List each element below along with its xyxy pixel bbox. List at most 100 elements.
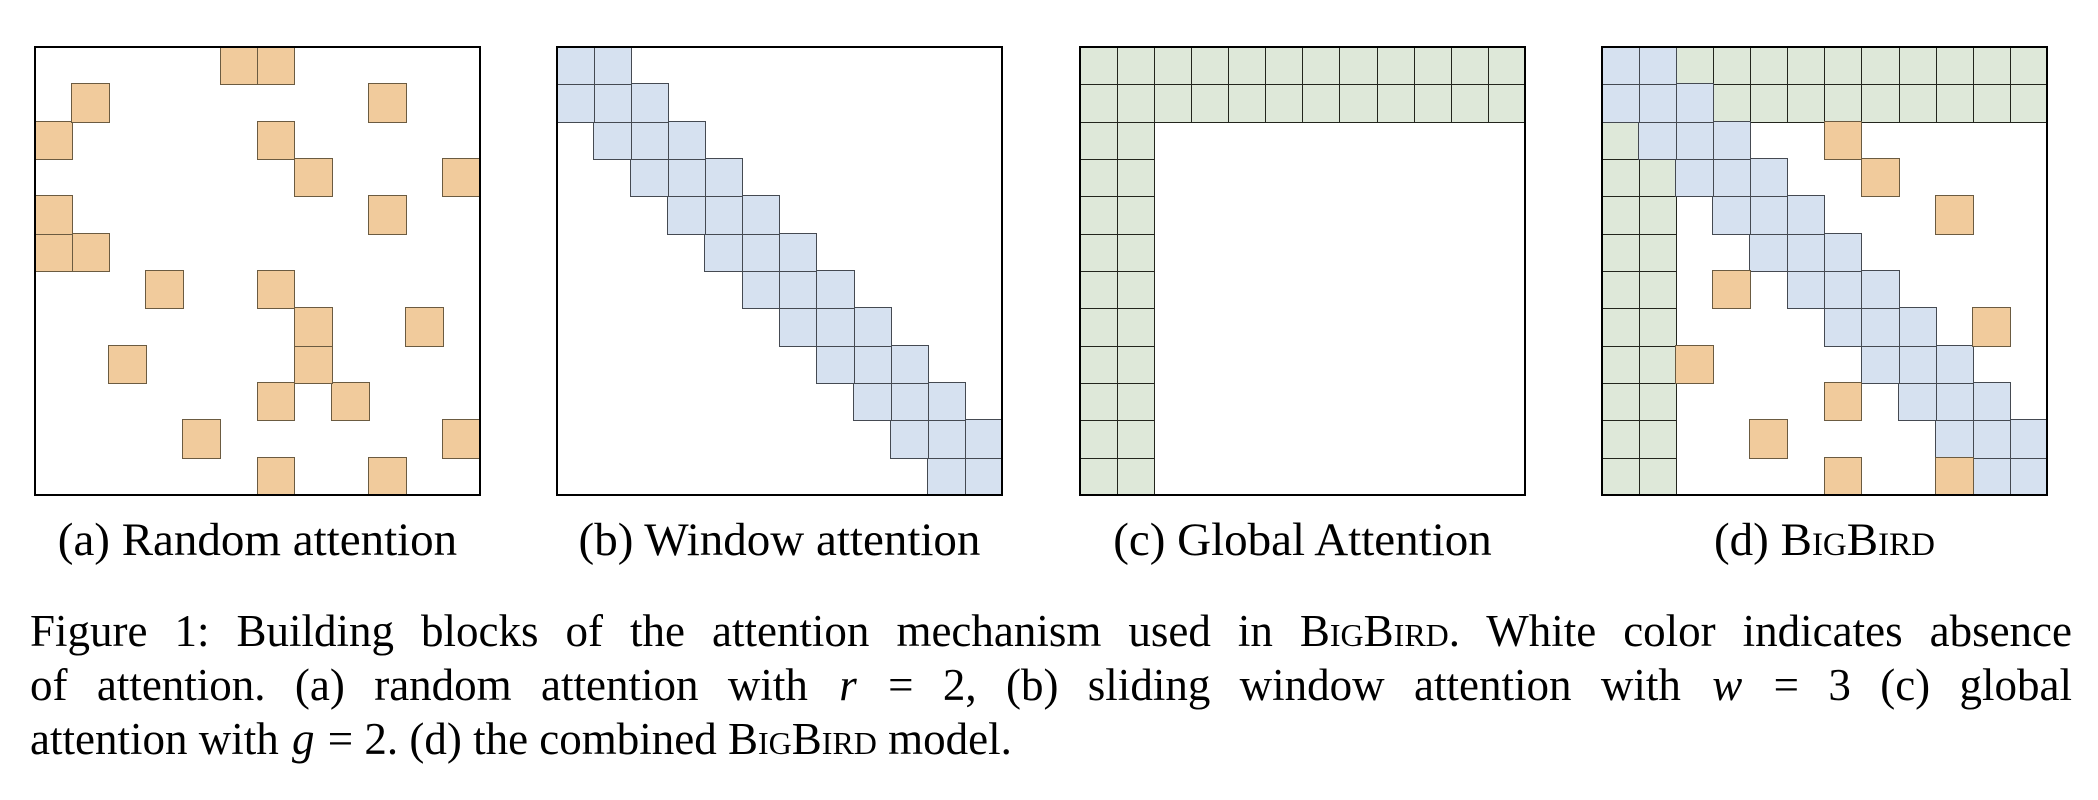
global-attention-cell [1601,382,1640,422]
window-attention-cell [1786,195,1826,235]
global-attention-cell [1375,83,1415,123]
global-attention-cell [1375,46,1415,86]
window-attention-cell [1897,344,1937,384]
window-attention-cell [1675,83,1715,123]
random-attention-cell [442,158,481,198]
window-attention-cell [1934,344,1974,384]
random-attention-cell [1749,419,1789,459]
global-attention-cell [1338,83,1378,123]
global-attention-cell [1079,419,1118,459]
global-attention-cell [1786,83,1826,123]
bigbird-smallcaps-text: BigBird [1780,514,1935,566]
random-attention-cell [330,382,370,422]
window-attention-cell [1934,382,1974,422]
global-attention-cell [1079,270,1118,310]
global-attention-cell [1412,83,1452,123]
random-attention-cell [1823,120,1863,160]
window-attention-cell [556,83,595,123]
global-attention-cell [1449,83,1489,123]
random-attention-cell [293,158,333,198]
global-attention-cell [1638,382,1677,422]
random-attention-cell [256,382,296,422]
window-attention-cell [1675,158,1715,198]
global-attention-cell [1116,419,1155,459]
global-attention-cell [1079,46,1118,86]
window-attention-cell [1897,307,1937,347]
window-attention-cell [1860,270,1900,310]
panel-a-random-attention-grid [33,45,482,497]
window-attention-cell [704,158,744,198]
global-attention-cell [1971,83,2011,123]
random-attention-cell [1712,270,1752,310]
window-attention-cell [1823,270,1863,310]
global-attention-cell [1601,419,1640,459]
random-attention-cell [293,344,333,384]
caption-text: = 2, (b) sliding window attention with [858,660,1711,710]
window-attention-cell [1675,120,1715,160]
window-attention-cell [1712,120,1752,160]
window-attention-cell [630,120,670,160]
global-attention-cell [1638,158,1677,198]
panel-a-caption: (a) Random attention [35,512,480,568]
random-attention-cell [404,307,444,347]
random-attention-cell [71,83,110,123]
window-attention-cell [964,419,1003,459]
global-attention-cell [1264,46,1304,86]
global-attention-cell [1116,46,1155,86]
window-attention-cell [2009,419,2048,459]
panel-b-caption: (b) Window attention [557,512,1002,568]
global-attention-cell [1638,419,1677,459]
global-attention-cell [1601,195,1640,235]
window-attention-cell [1749,158,1789,198]
random-attention-cell [34,232,73,272]
window-attention-cell [889,344,929,384]
global-attention-cell [1079,344,1118,384]
global-attention-cell [1079,83,1118,123]
global-attention-cell [1823,46,1863,86]
random-attention-cell [108,344,148,384]
figure-caption-line: Figure 1: Building blocks of the attenti… [30,604,2072,658]
window-attention-cell [889,382,929,422]
subcaption-text: (a) Random attention [57,514,458,566]
global-attention-cell [1487,83,1526,123]
panel-d-bigbird-grid [1600,45,2049,497]
random-attention-cell [34,195,73,235]
global-attention-cell [1897,46,1937,86]
global-attention-cell [1301,46,1341,86]
window-attention-cell [667,120,707,160]
global-attention-cell [1675,46,1715,86]
panel-d-caption: (d) BigBird [1602,512,2047,568]
window-attention-cell [1971,419,2011,459]
window-attention-cell [556,46,595,86]
global-attention-cell [1934,83,1974,123]
window-attention-cell [778,232,818,272]
caption-text: = 2. (d) the combined [316,714,728,764]
global-attention-cell [1638,270,1677,310]
global-attention-cell [1823,83,1863,123]
global-attention-cell [1116,344,1155,384]
window-attention-cell [630,83,670,123]
random-attention-cell [256,456,296,496]
window-attention-cell [1601,46,1640,86]
random-attention-cell [1934,456,1974,496]
global-attention-cell [1079,456,1118,496]
subcaption-text: (c) Global Attention [1113,514,1492,566]
global-attention-cell [1079,120,1118,160]
window-attention-cell [630,158,670,198]
random-attention-cell [1675,344,1715,384]
random-attention-cell [256,46,296,86]
window-attention-cell [1823,232,1863,272]
global-attention-cell [1227,46,1267,86]
global-attention-cell [1338,46,1378,86]
global-attention-cell [1116,382,1155,422]
figure-caption-line: of attention. (a) random attention with … [30,658,2072,712]
random-attention-cell [1823,382,1863,422]
window-attention-cell [852,307,892,347]
window-attention-cell [1638,46,1677,86]
global-attention-cell [1601,270,1640,310]
random-attention-cell [256,270,296,310]
global-attention-cell [1079,195,1118,235]
figure-caption: Figure 1: Building blocks of the attenti… [30,604,2072,766]
random-attention-cell [442,419,481,459]
